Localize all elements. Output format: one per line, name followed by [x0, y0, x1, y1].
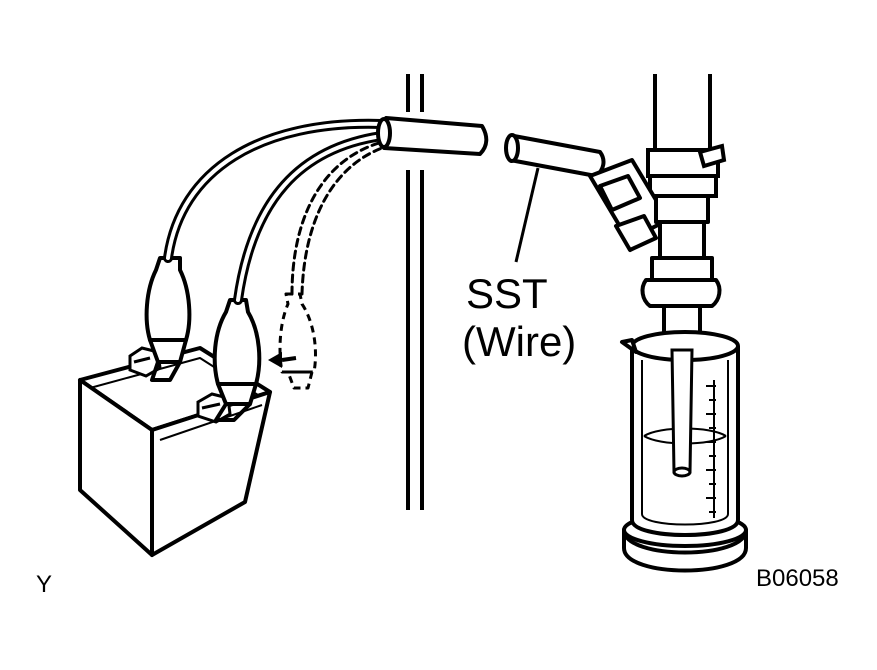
battery-terminals	[128, 346, 232, 424]
graduation-marks	[706, 380, 716, 518]
sst-label: SST	[466, 270, 548, 317]
alligator-clip-1	[144, 256, 192, 382]
sst-leader-line	[514, 167, 540, 263]
alligator-clip-2	[212, 298, 262, 422]
direction-arrow	[268, 352, 297, 368]
sst-harness-left	[376, 116, 489, 156]
injector-tip	[670, 348, 694, 478]
fuel-delivery-pipe	[646, 74, 727, 198]
sst-harness-right	[504, 133, 606, 178]
sst-wire-label: (Wire)	[462, 318, 576, 365]
corner-mark: Y	[36, 571, 52, 598]
injector-body	[640, 194, 722, 354]
lead-wires	[163, 118, 387, 305]
support-rod	[406, 74, 424, 510]
figure-code: B06058	[756, 565, 839, 592]
alligator-clip-dashed	[278, 292, 317, 390]
